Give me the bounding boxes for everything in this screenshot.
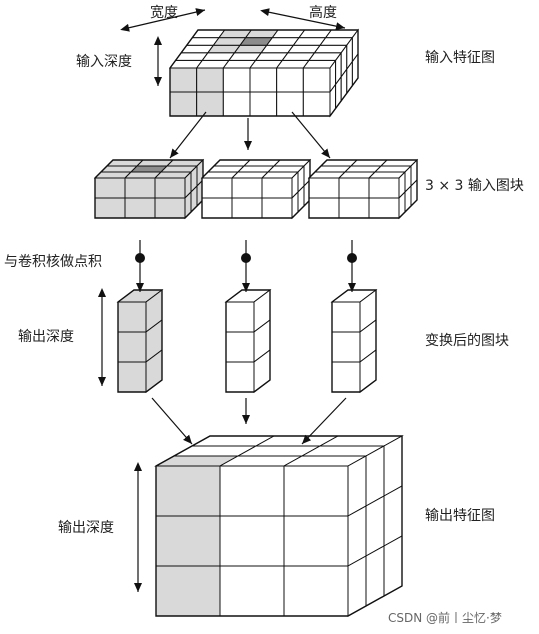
height-label: 高度: [309, 4, 337, 21]
watermark: CSDN @前丨尘忆·梦: [388, 610, 502, 625]
input-patch-2: [200, 158, 312, 220]
dot-connector-3-dot: [347, 253, 357, 263]
output-feature-map-front-cell: [155, 515, 221, 567]
input-feature-map-front-cell: [196, 91, 224, 117]
input-patch-3-front-cell: [338, 197, 370, 219]
transformed-patches-label: 变换后的图块: [425, 332, 509, 349]
output-feature-map-front-cell: [219, 465, 285, 517]
input-patch-2-front-cell: [201, 177, 233, 199]
output-feature-map-outline: [155, 435, 403, 617]
output-feature-map-front-cell: [283, 565, 349, 617]
input-feature-map-front-cell: [196, 67, 224, 93]
output-feature-map: [154, 435, 404, 617]
input-patch-3-front-cell: [308, 197, 340, 219]
input-patch-2-front-cell: [261, 197, 293, 219]
input-patch-1-front-cell: [124, 197, 156, 219]
input-patch-1-front-cell: [154, 177, 186, 199]
input-patch-3: [307, 158, 419, 220]
transformed-patch-3-front-cell: [331, 331, 361, 363]
input-patch-3-front-cell: [368, 177, 400, 199]
transformed-patch-1-front-cell: [117, 301, 147, 333]
transformed-patch-2-front-cell: [225, 331, 255, 363]
input-feature-map-front-cell: [302, 67, 331, 93]
input-feature-map-label: 输入特征图: [425, 50, 495, 66]
input-patch-3-front-cell: [308, 177, 340, 199]
output-feature-map-front-cell: [283, 465, 349, 517]
transformed-patch-3: [330, 289, 378, 393]
transformed-patch-2-front-cell: [225, 361, 255, 393]
input-patch-1-front-cell: [154, 197, 186, 219]
transformed-patch-1-outline: [117, 289, 163, 393]
arrow-map-to-patch-3: [291, 111, 331, 159]
output-feature-map-front-cell: [155, 465, 221, 517]
output-feature-map-front-cell: [155, 565, 221, 617]
input-feature-map-front-cell: [302, 91, 331, 117]
input-patch-2-front-cell: [201, 197, 233, 219]
transformed-patch-1: [116, 289, 164, 393]
input-patch-2-front-cell: [231, 197, 263, 219]
height-arrow: [260, 8, 346, 31]
arrow-column-1-to-output: [151, 397, 193, 445]
dot-connector-2-dot: [241, 253, 251, 263]
output-feature-map-front-cell: [219, 565, 285, 617]
input-patch-2-front-cell: [231, 177, 263, 199]
input-patch-1-front-cell: [94, 197, 126, 219]
width-arrow: [120, 8, 206, 32]
transformed-patch-3-front-cell: [331, 361, 361, 393]
input-feature-map-front-cell: [169, 91, 198, 117]
arrow-map-to-patch-1: [169, 111, 207, 159]
input-feature-map-front-cell: [249, 91, 278, 117]
transformed-patch-1-front-cell: [117, 361, 147, 393]
transformed-patch-2-front-cell: [225, 301, 255, 333]
input-feature-map-front-cell: [276, 91, 304, 117]
dot-with-kernel-label: 与卷积核做点积: [4, 254, 102, 270]
input-feature-map: [169, 28, 359, 118]
input-feature-map-front-cell: [276, 67, 304, 93]
input-patch-1: [93, 158, 205, 220]
input-feature-map-front-cell: [169, 67, 198, 93]
transformed-patch-1-front-cell: [117, 331, 147, 363]
transformed-patch-2: [224, 289, 272, 393]
output-feature-map-label: 输出特征图: [425, 508, 495, 524]
output-depth-label-top: 输出深度: [18, 329, 74, 345]
input-patch-3-outline: [308, 159, 418, 219]
input-patch-3-front-cell: [338, 177, 370, 199]
transformed-patch-3-front-cell: [331, 301, 361, 333]
width-label: 宽度: [150, 4, 178, 21]
output-feature-map-front-cell: [219, 515, 285, 567]
output-depth-label-bottom: 输出深度: [58, 520, 114, 536]
arrow-column-3-to-output: [301, 397, 347, 445]
input-patch-1-front-cell: [94, 177, 126, 199]
input-feature-map-front-cell: [222, 67, 251, 93]
input-depth-label: 输入深度: [76, 54, 132, 70]
input-feature-map-front-cell: [222, 91, 251, 117]
patches-3x3-label: 3 × 3 输入图块: [425, 178, 524, 194]
input-feature-map-front-cell: [249, 67, 278, 93]
dot-connector-1-dot: [135, 253, 145, 263]
input-patch-1-front-cell: [124, 177, 156, 199]
input-patch-2-front-cell: [261, 177, 293, 199]
input-patch-3-front-cell: [368, 197, 400, 219]
output-feature-map-front-cell: [283, 515, 349, 567]
